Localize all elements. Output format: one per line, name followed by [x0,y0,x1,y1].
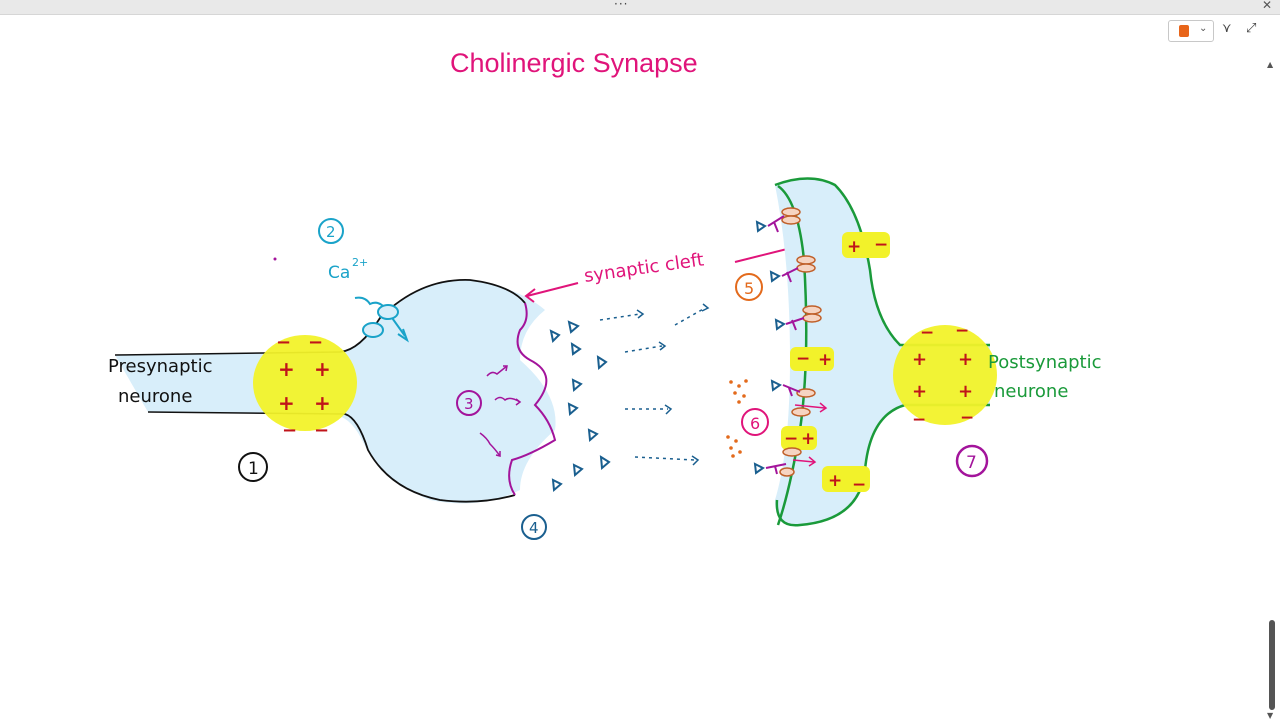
receptor-binding-sites [765,215,805,475]
step-7-label: 7 [966,453,977,473]
presynaptic-label-line2: neurone [118,386,192,407]
step-3-circle [456,390,482,416]
charge-plus: + [314,357,331,381]
charge-plus: + [958,381,973,402]
charge-minus: − [308,332,323,353]
charge-minus: − [276,332,291,353]
step-4-circle [521,514,547,540]
charge-plus: + [278,357,295,381]
chevron-down-icon[interactable]: ⌄ [1199,23,1208,34]
enzyme-breakdown-dots [726,379,748,458]
step-6-circle [741,408,769,436]
drag-handle-icon[interactable]: ··· [614,0,629,11]
presynaptic-charges: − − + + + + − − [276,332,331,441]
pen-icon[interactable] [1179,25,1189,37]
presynaptic-neuron [114,279,557,504]
diffusion-arrowheads [636,303,710,466]
step-5-circle [735,273,763,301]
step-3-label: 3 [464,395,474,413]
charge-minus: − [955,321,969,341]
acetylcholine-receptors [779,207,822,477]
presynaptic-label-line1: Presynaptic [108,356,212,377]
step-2-circle [318,218,344,244]
acetylcholine-molecules [549,320,611,493]
ion-influx-arrows [792,402,828,467]
charge-plus: + [314,391,331,415]
charge-minus: − [960,408,974,428]
charge-minus: − [784,429,798,449]
postsynaptic-neuron [774,177,997,527]
scroll-down-icon[interactable]: ▼ [1267,711,1274,720]
close-icon[interactable]: ✕ [1261,0,1272,12]
lasso-icon[interactable]: ⋎ [1222,21,1232,36]
charge-minus: − [314,420,329,441]
stray-dot [273,257,277,261]
scrollbar-thumb[interactable] [1269,620,1275,710]
diagram-title: Cholinergic Synapse [450,48,698,78]
calcium-charge-label: 2+ [352,256,368,269]
window-titlebar: ··· ✕ [0,0,1280,15]
charge-minus: − [874,235,888,255]
calcium-label: Ca [328,263,350,283]
vertical-scrollbar[interactable]: ▲ ▼ [1266,60,1278,720]
bound-acetylcholine [753,220,786,475]
synaptic-cleft-label: synaptic cleft [583,249,705,287]
charge-plus: + [847,237,861,257]
charge-plus: + [958,349,973,370]
charge-plus: + [912,381,927,402]
postsynaptic-label-line2: neurone [994,381,1068,402]
charge-minus: − [912,410,926,430]
step-7-circle [955,444,989,478]
charge-plus: + [912,349,927,370]
calcium-channel [354,296,409,343]
pen-tool-selector[interactable]: ⌄ [1168,20,1214,42]
step-2-label: 2 [326,223,336,241]
step-4-label: 4 [529,519,539,537]
postsynaptic-charges: + − − + − + + − − − + + + + − − [784,235,974,495]
charge-plus: + [278,391,295,415]
step-1-circle [238,452,268,482]
charge-minus: − [282,420,297,441]
step-6-label: 6 [750,414,760,433]
charge-minus: − [796,349,810,369]
expand-icon[interactable]: ⤢ [1246,21,1257,36]
diffusion-arrows [599,307,706,461]
charge-plus: + [818,350,832,370]
charge-plus: + [828,471,842,491]
charge-minus: − [920,323,934,343]
charge-plus: + [801,429,815,449]
scroll-up-icon[interactable]: ▲ [1267,60,1274,69]
postsynaptic-label-line1: Postsynaptic [988,352,1102,373]
vesicle-movement-arrows [479,365,522,457]
step-5-label: 5 [744,279,754,298]
step-1-label: 1 [248,459,259,479]
charge-minus: − [852,475,866,495]
